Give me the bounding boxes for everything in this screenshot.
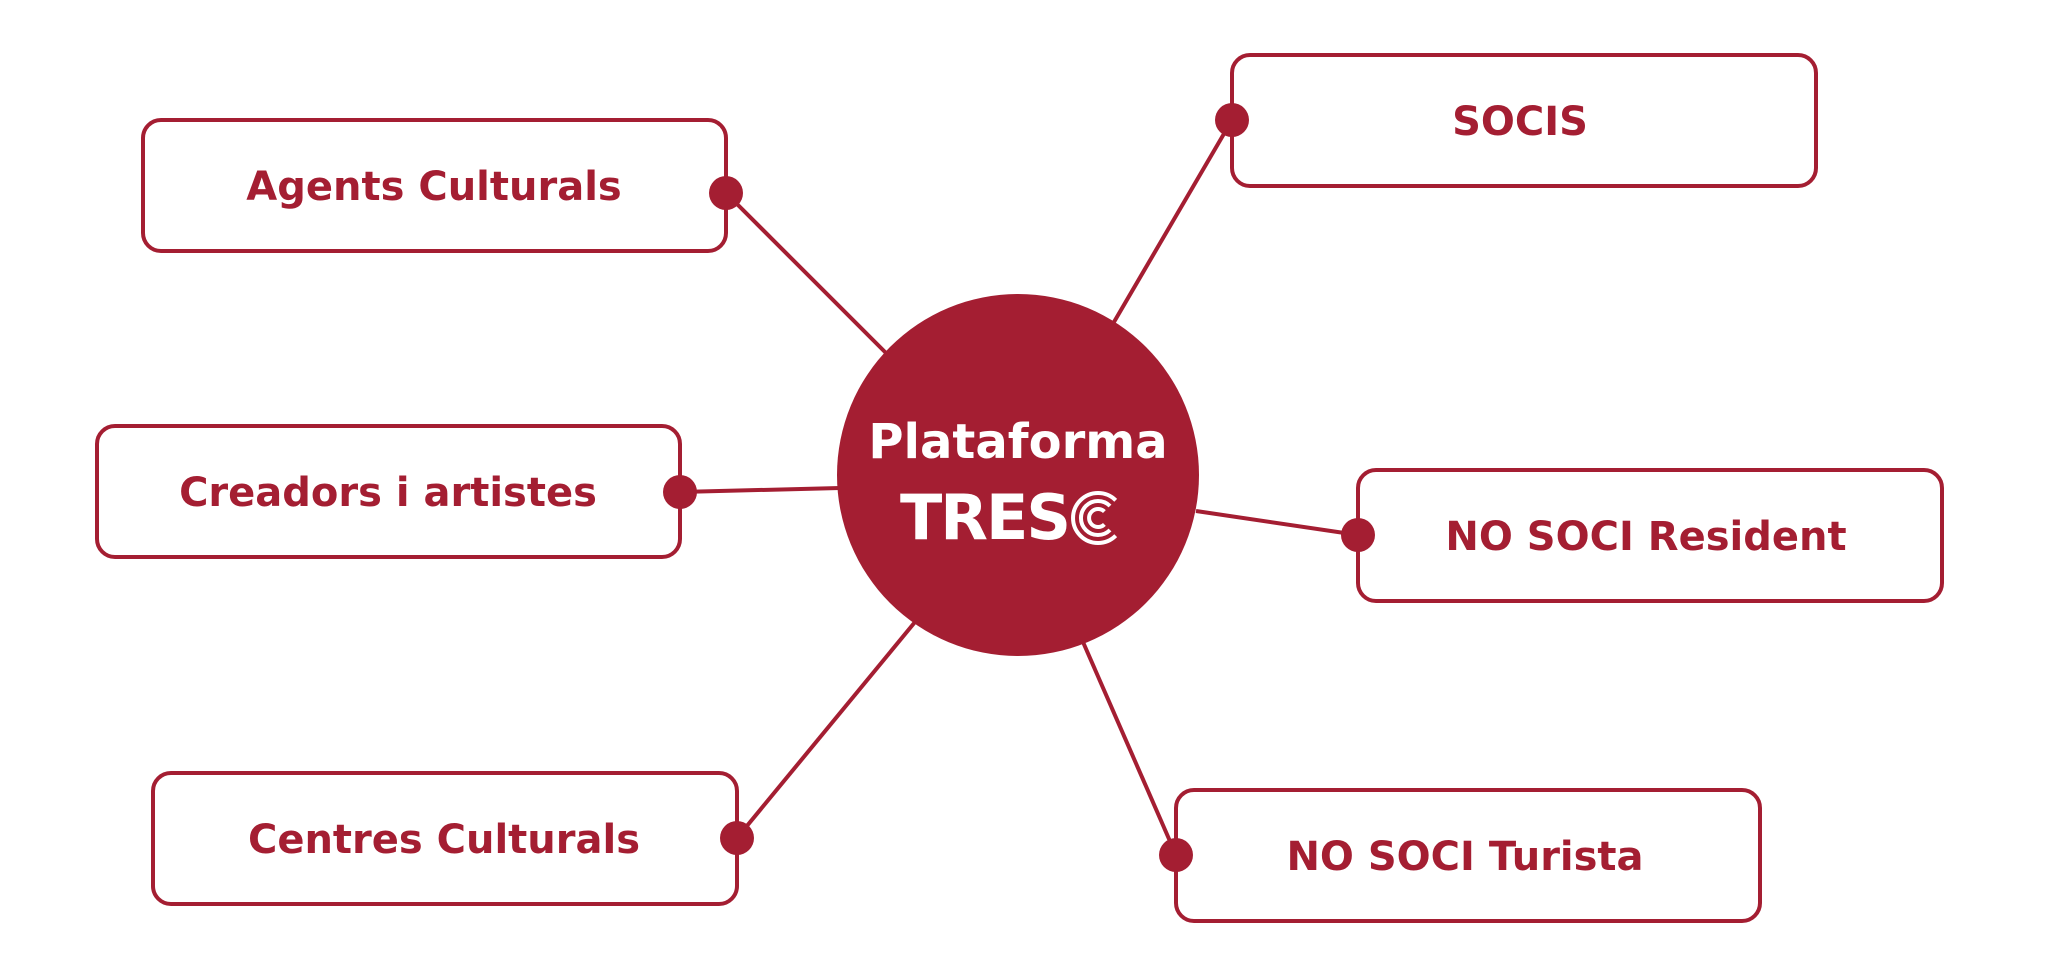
- node-connector-dot: [709, 176, 743, 210]
- node-connector-dot: [663, 475, 697, 509]
- connectors: [679, 118, 1359, 856]
- connector-centres-culturals: [735, 620, 917, 840]
- connector-agents-culturals: [724, 191, 890, 357]
- node-no-soci-resident: NO SOCI Resident: [1341, 468, 1944, 603]
- hub-title: Plataforma: [868, 414, 1167, 470]
- hub-circle: [837, 294, 1199, 656]
- connector-socis: [1112, 118, 1234, 324]
- node-connector-dot: [1159, 838, 1193, 872]
- concentric-c-icon: [1071, 491, 1118, 545]
- node-label: Centres Culturals: [248, 817, 640, 863]
- node-socis: SOCIS: [1215, 53, 1818, 188]
- node-connector-dot: [1215, 103, 1249, 137]
- node-label: Agents Culturals: [246, 164, 621, 210]
- node-no-soci-turista: NO SOCI Turista: [1159, 788, 1762, 923]
- node-agents-culturals: Agents Culturals: [141, 118, 743, 253]
- node-creadors-artistes: Creadors i artistes: [95, 424, 697, 559]
- node-label: SOCIS: [1452, 99, 1588, 145]
- node-label: Creadors i artistes: [179, 470, 597, 516]
- connector-no-soci-resident: [1195, 509, 1359, 537]
- node-label: NO SOCI Resident: [1445, 514, 1846, 560]
- hub: Plataforma TRES: [837, 294, 1199, 656]
- node-connector-dot: [1341, 518, 1375, 552]
- node-centres-culturals: Centres Culturals: [151, 771, 754, 906]
- connector-creadors-artistes: [679, 486, 841, 494]
- node-label: NO SOCI Turista: [1286, 834, 1643, 880]
- connector-no-soci-turista: [1081, 641, 1178, 856]
- hub-logo-text: TRES: [900, 481, 1069, 554]
- node-connector-dot: [720, 821, 754, 855]
